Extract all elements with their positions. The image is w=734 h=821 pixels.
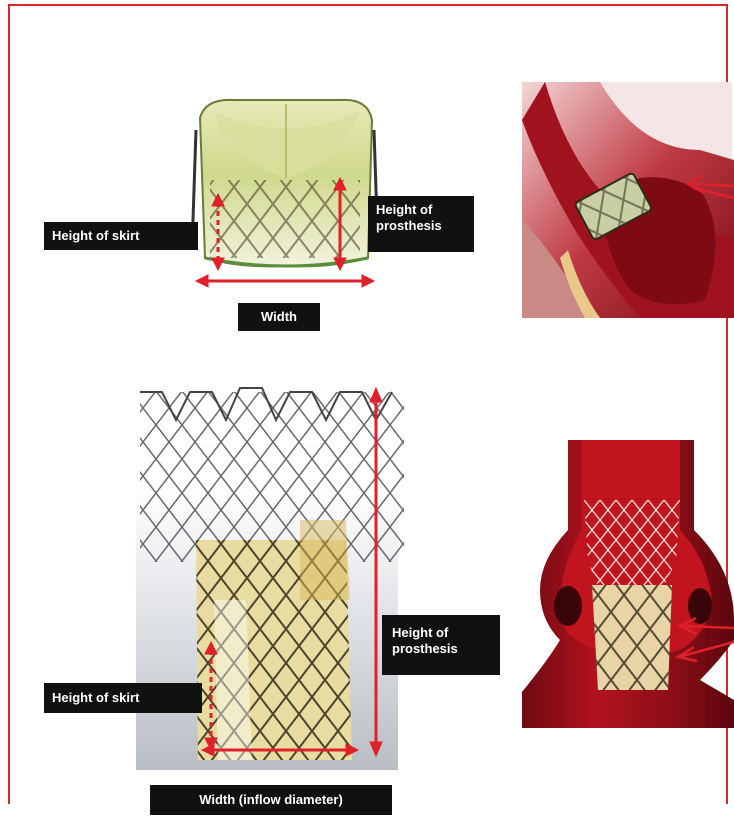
top-valve-illustration <box>192 100 378 267</box>
top-height-of-prosthesis-label: Height of prosthesis <box>368 196 474 252</box>
bottom-height-of-prosthesis-label: Height of prosthesis <box>382 615 500 675</box>
top-right-heart-illustration <box>520 82 734 318</box>
bottom-height-of-skirt-label: Height of skirt <box>44 683 202 713</box>
bottom-width-label: Width (inflow diameter) <box>150 785 392 815</box>
top-width-label: Width <box>238 303 320 331</box>
top-height-of-skirt-label: Height of skirt <box>44 222 198 250</box>
bottom-right-root-illustration <box>522 440 734 728</box>
